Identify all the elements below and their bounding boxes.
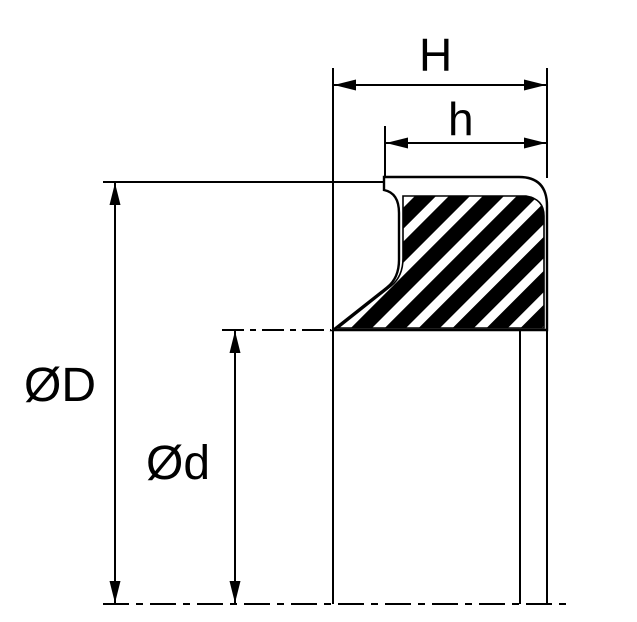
inner-diameter-bottom-arrowhead <box>229 581 241 603</box>
projection-lines <box>332 330 548 604</box>
H-right-arrowhead <box>524 79 546 91</box>
outer-diameter-bottom-arrowhead <box>109 581 121 603</box>
H-left-arrowhead <box>334 79 356 91</box>
extension-lines <box>103 68 548 330</box>
outer-diameter-dimension <box>109 183 121 603</box>
seal-profile-hatch <box>335 195 545 329</box>
h-dimension <box>385 137 547 149</box>
dimension-label-inner-diameter: Ød <box>146 437 211 490</box>
outer-diameter-top-arrowhead <box>109 183 121 205</box>
h-right-arrowhead <box>524 137 546 149</box>
inner-diameter-top-arrowhead <box>229 331 241 353</box>
centerlines <box>103 329 566 605</box>
h-left-arrowhead <box>386 137 408 149</box>
dimension-label-lip-width: h <box>448 93 474 145</box>
dimension-label-total-width: H <box>419 29 453 81</box>
dimension-label-outer-diameter: ØD <box>24 359 96 412</box>
H-dimension <box>333 79 547 91</box>
seal-profile <box>329 175 549 332</box>
inner-diameter-dimension <box>229 331 241 603</box>
